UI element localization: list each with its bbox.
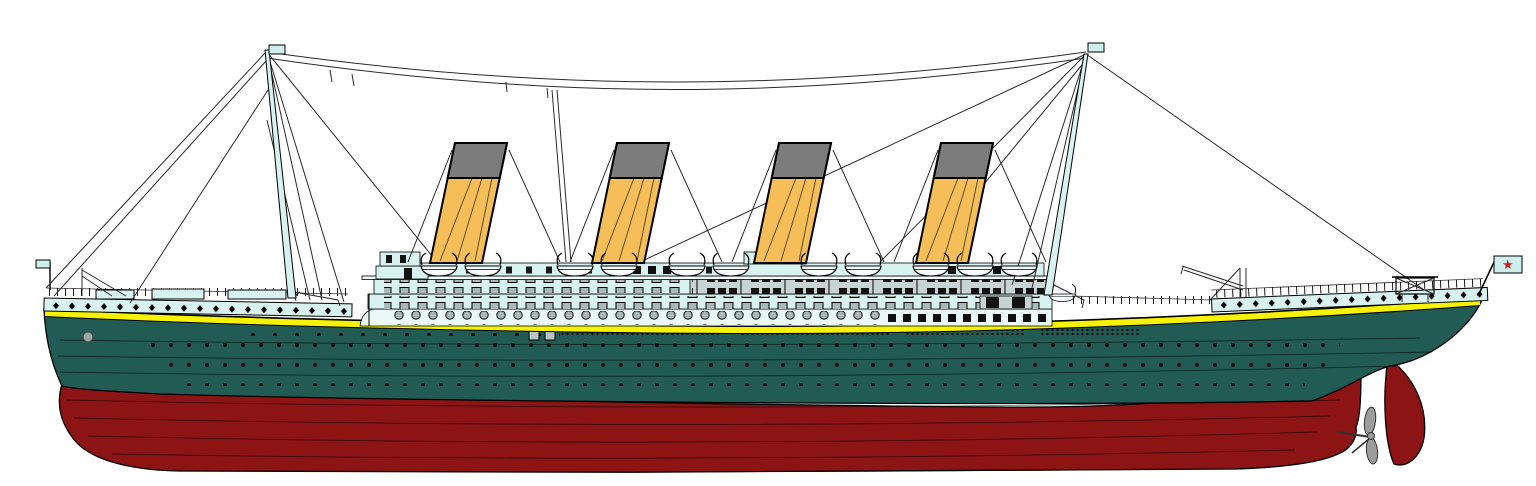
- stern-ensign: ★: [1477, 255, 1523, 297]
- aft-cranes: [1180, 265, 1247, 302]
- foremast-flag: [268, 44, 286, 55]
- bridge-deckhouse: [375, 265, 429, 280]
- masts-and-rigging: [45, 42, 1425, 307]
- aft-well-rail-posts: [1072, 296, 1212, 304]
- foremast: [264, 49, 297, 299]
- rudder: [1384, 356, 1426, 466]
- stern-flag-star-icon: ★: [1502, 258, 1514, 273]
- poop-rail-posts: [1211, 278, 1484, 299]
- b-deck-door: [1012, 297, 1025, 308]
- bulwark-diamonds: [47, 298, 349, 317]
- porthole-band-windows: [392, 311, 880, 325]
- ensign-staff: [1477, 259, 1496, 297]
- sheer-stripe: [44, 299, 1481, 334]
- bridge: [368, 251, 429, 326]
- superstructure: [359, 251, 1085, 327]
- propeller: [1337, 406, 1379, 465]
- docking-bridge: [1392, 276, 1438, 302]
- rigging: [45, 51, 1425, 307]
- mainmast: [1043, 53, 1089, 296]
- aft-decks: ★: [1071, 255, 1523, 313]
- forecastle-house: [95, 289, 135, 300]
- forecastle-house: [227, 289, 287, 300]
- funnel-guy-wires: [407, 149, 1047, 263]
- a-deck-arcade-windows: [692, 279, 1044, 294]
- bow-disc: [82, 331, 94, 343]
- stern-flag: [1493, 255, 1523, 274]
- b-deck-door: [986, 297, 999, 308]
- bow-jack-flag: [35, 259, 51, 269]
- wheelhouse-window: [386, 255, 392, 263]
- forecastle-deck: [35, 259, 353, 318]
- anchor-crane: [81, 268, 127, 297]
- b-deck-windows: [384, 296, 1040, 309]
- porthole-band-dark-windows: [886, 312, 1046, 324]
- forecastle-house: [151, 288, 205, 300]
- wheelhouse-window: [400, 255, 406, 263]
- boat-deck-house-windows: [424, 264, 604, 275]
- mainmast-flag: [1087, 42, 1105, 53]
- a-deck-windows: [384, 280, 684, 293]
- funnels: [407, 142, 1047, 264]
- bridge-door: [404, 268, 412, 279]
- boat-deck-fascia: [361, 275, 1053, 280]
